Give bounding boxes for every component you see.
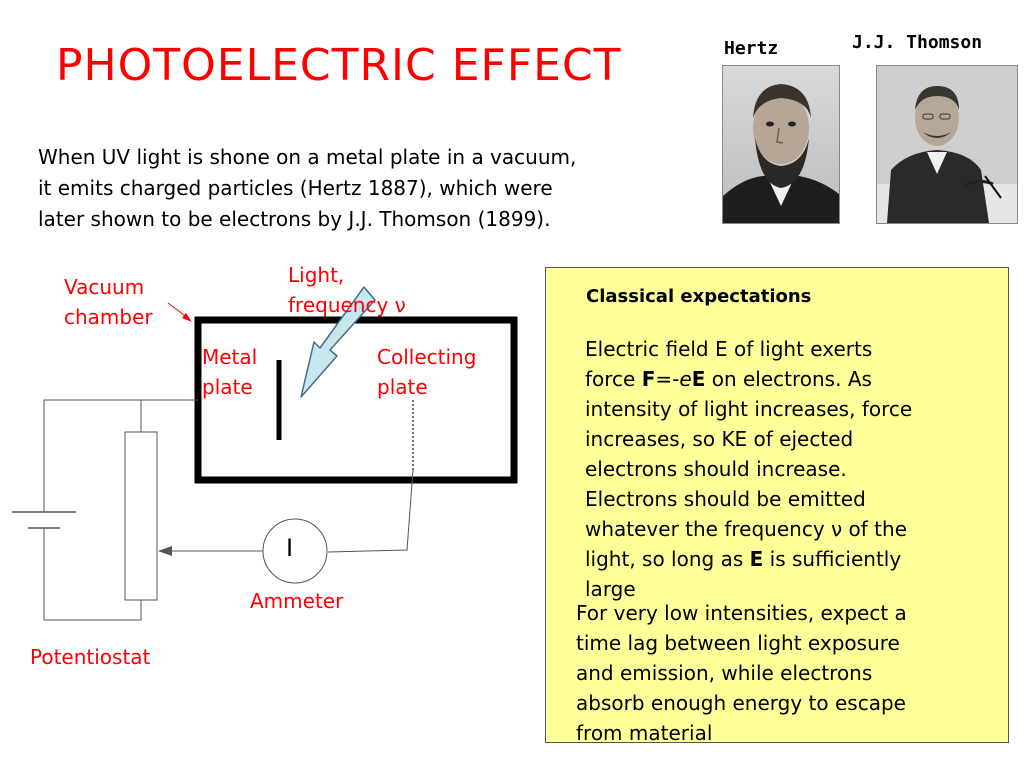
intro-line: When UV light is shone on a metal plate … (38, 145, 577, 169)
hertz-portrait (722, 65, 840, 224)
intro-line: it emits charged particles (Hertz 1887),… (38, 176, 553, 200)
classical-paragraph-1: Electric field E of light exerts force F… (585, 337, 913, 601)
photoelectric-apparatus-diagram (12, 286, 518, 621)
collecting-plate-label: Collecting plate (377, 345, 477, 399)
potentiostat-label: Potentiostat (30, 645, 151, 669)
light-arrow (300, 286, 376, 398)
wire (43, 399, 198, 621)
ammeter-circle (262, 518, 328, 584)
light-label: Light, frequency ν (288, 263, 406, 317)
classical-expectations-heading: Classical expectations (586, 286, 812, 307)
potentiostat-resistor (124, 431, 158, 601)
ammeter-label: Ammeter (250, 589, 344, 613)
page-title: PHOTOELECTRIC EFFECT (56, 40, 622, 91)
classical-paragraph-2: For very low intensities, expect a time … (576, 601, 907, 745)
hertz-caption: Hertz (724, 38, 779, 59)
thomson-portrait (876, 65, 1018, 224)
ammeter-symbol: I (286, 534, 294, 562)
vacuum-chamber-label: Vacuum chamber (64, 275, 153, 329)
thomson-caption: J.J. Thomson (852, 32, 983, 53)
classical-expectations-box (545, 267, 1009, 743)
wire (327, 469, 414, 553)
metal-plate-label: Metal plate (202, 345, 258, 399)
intro-line: later shown to be electrons by J.J. Thom… (38, 207, 551, 231)
intro-paragraph: When UV light is shone on a metal plate … (38, 142, 678, 235)
vacuum-pointer-head (182, 313, 192, 322)
slider-arrow (158, 546, 172, 556)
